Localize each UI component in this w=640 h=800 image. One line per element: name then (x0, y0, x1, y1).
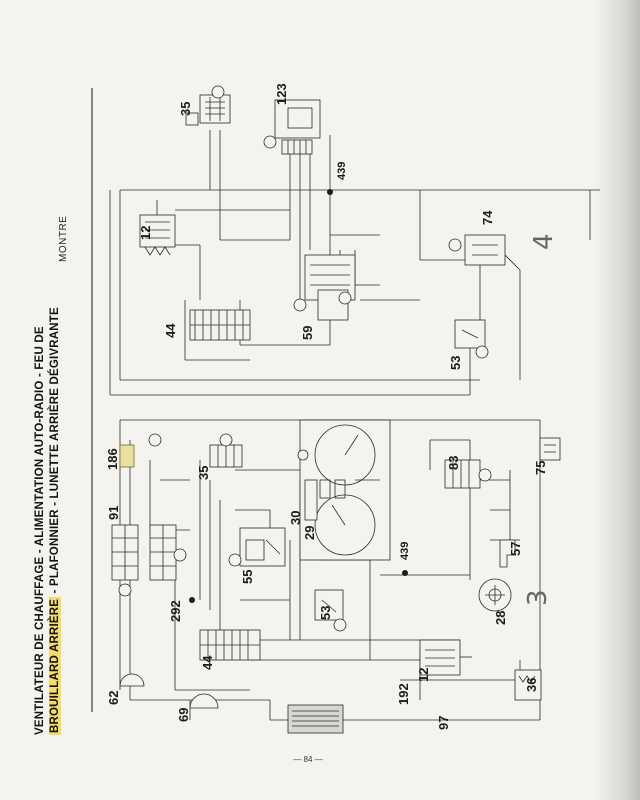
component-44-top (189, 309, 251, 341)
label-186: 186 (105, 448, 120, 470)
label-53-top: 53 (448, 356, 463, 370)
label-55: 55 (240, 570, 255, 584)
label-439-bottom: 439 (399, 542, 411, 560)
component-36 (514, 669, 542, 701)
label-12-top: 12 (138, 226, 153, 240)
component-12-bottom (419, 639, 472, 676)
component-12-top (139, 200, 176, 256)
page-number: — 84 — (293, 755, 323, 764)
label-44-top: 44 (163, 323, 178, 338)
label-30: 30 (288, 511, 303, 525)
label-35-top: 35 (178, 102, 193, 116)
label-35-bottom: 35 (196, 466, 211, 480)
component-69 (189, 693, 219, 709)
label-439-top: 439 (336, 162, 348, 180)
component-83 (444, 459, 492, 489)
component-53-bottom (314, 589, 347, 632)
label-29: 29 (302, 526, 317, 540)
label-83: 83 (446, 456, 461, 470)
component-91 (111, 524, 187, 597)
component-55 (228, 527, 286, 567)
sheet-number-3: 3 (523, 589, 553, 606)
component-74 (448, 234, 506, 266)
splice-439-bottom (402, 570, 408, 576)
label-69: 69 (176, 708, 191, 722)
component-186 (119, 433, 162, 468)
label-123: 123 (274, 83, 289, 105)
component-62 (119, 673, 145, 687)
label-36: 36 (524, 678, 539, 692)
label-44-bottom: 44 (200, 655, 215, 670)
component-44-bottom (199, 629, 261, 661)
label-53-bottom: 53 (318, 606, 333, 620)
component-29-cluster (297, 419, 391, 561)
component-35-top (185, 85, 231, 126)
component-75 (539, 437, 561, 461)
component-53-top (454, 319, 489, 359)
component-59 (293, 254, 356, 321)
label-28: 28 (493, 611, 508, 625)
label-292: 292 (168, 600, 183, 622)
component-35-bottom (209, 433, 243, 468)
label-97: 97 (436, 716, 451, 730)
label-75: 75 (533, 461, 548, 475)
label-74: 74 (480, 210, 495, 225)
component-123 (263, 99, 321, 155)
label-192: 192 (396, 683, 411, 705)
component-28-blower (478, 578, 512, 612)
component-58-heated-screen (287, 704, 344, 734)
splice-292 (189, 597, 195, 603)
label-12-bottom: 12 (416, 668, 431, 682)
label-91: 91 (106, 506, 121, 520)
sheet-number-4: 4 (529, 233, 559, 250)
label-57: 57 (508, 542, 523, 556)
label-62: 62 (106, 691, 121, 705)
splice-439-top (327, 189, 333, 195)
component-57 (499, 539, 516, 568)
label-59: 59 (300, 326, 315, 340)
upper-harness (109, 130, 600, 396)
